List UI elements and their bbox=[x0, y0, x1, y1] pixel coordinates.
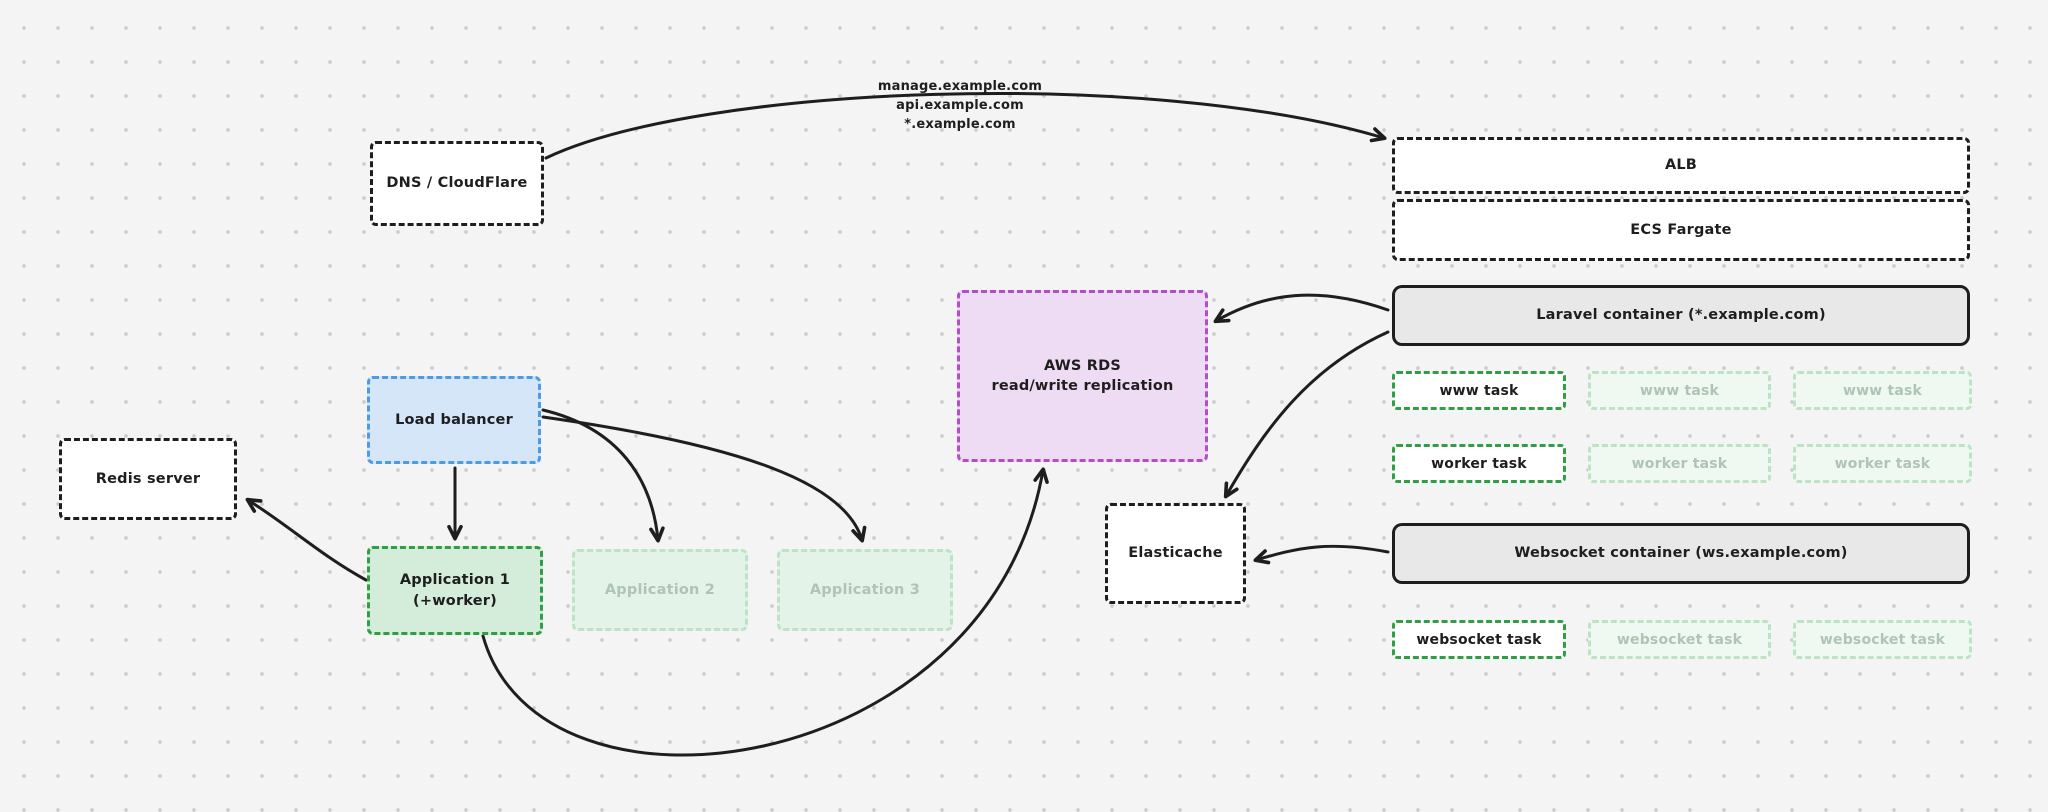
worker-task-3-label: worker task bbox=[1834, 455, 1931, 472]
elasticache-label: Elasticache bbox=[1128, 545, 1223, 562]
websocket-container-label: Websocket container (ws.example.com) bbox=[1514, 545, 1848, 562]
dns-alb-edge-label: manage.example.com api.example.com *.exa… bbox=[877, 79, 1043, 132]
application-3-label: Application 3 bbox=[809, 581, 921, 598]
ecs-fargate-label: ECS Fargate bbox=[1630, 221, 1732, 238]
worker-task-1-label: worker task bbox=[1431, 455, 1527, 472]
laravel-container-node[interactable]: Laravel container (*.example.com) bbox=[1392, 285, 1970, 346]
arrow-app1-to-redis[interactable] bbox=[245, 497, 368, 582]
websocket-task-1-label: websocket task bbox=[1416, 631, 1542, 648]
dns-cloudflare-label: DNS / CloudFlare bbox=[386, 175, 528, 192]
elasticache-node[interactable]: Elasticache bbox=[1105, 503, 1246, 604]
laravel-container-label: Laravel container (*.example.com) bbox=[1536, 307, 1826, 324]
arrow-loadbalancer-to-app2[interactable] bbox=[541, 408, 665, 543]
arrow-laravel-to-elasticache[interactable] bbox=[1223, 330, 1390, 499]
websocket-task-3[interactable]: websocket task bbox=[1793, 620, 1972, 659]
arrow-app1-to-rds[interactable] bbox=[481, 467, 1049, 757]
www-task-1-label: www task bbox=[1439, 382, 1519, 399]
arrow-websocket-to-elasticache[interactable] bbox=[1253, 544, 1390, 565]
redis-server-node[interactable]: Redis server bbox=[59, 438, 237, 520]
websocket-task-3-label: websocket task bbox=[1819, 631, 1946, 648]
www-task-1[interactable]: www task bbox=[1392, 371, 1566, 410]
alb-label: ALB bbox=[1664, 157, 1698, 174]
websocket-container-node[interactable]: Websocket container (ws.example.com) bbox=[1392, 523, 1970, 584]
websocket-task-1[interactable]: websocket task bbox=[1392, 620, 1566, 659]
worker-task-2[interactable]: worker task bbox=[1588, 444, 1771, 483]
application-2-node[interactable]: Application 2 bbox=[572, 549, 748, 631]
application-1-node[interactable]: Application 1 (+worker) bbox=[367, 546, 543, 635]
worker-task-1[interactable]: worker task bbox=[1392, 444, 1566, 483]
websocket-task-2-label: websocket task bbox=[1616, 631, 1743, 648]
dns-cloudflare-node[interactable]: DNS / CloudFlare bbox=[370, 141, 544, 226]
worker-task-3[interactable]: worker task bbox=[1793, 444, 1972, 483]
application-2-label: Application 2 bbox=[604, 581, 716, 598]
application-1-label: Application 1 (+worker) bbox=[399, 572, 511, 609]
load-balancer-label: Load balancer bbox=[395, 411, 513, 428]
aws-rds-label: AWS RDS read/write replication bbox=[991, 357, 1174, 394]
ecs-fargate-node[interactable]: ECS Fargate bbox=[1392, 199, 1970, 261]
www-task-2-label: www task bbox=[1639, 382, 1720, 399]
aws-rds-node[interactable]: AWS RDS read/write replication bbox=[957, 290, 1208, 462]
www-task-3-label: www task bbox=[1842, 382, 1923, 399]
worker-task-2-label: worker task bbox=[1631, 455, 1728, 472]
arrow-loadbalancer-to-app3[interactable] bbox=[541, 415, 867, 543]
websocket-task-2[interactable]: websocket task bbox=[1588, 620, 1771, 659]
load-balancer-node[interactable]: Load balancer bbox=[367, 376, 541, 464]
redis-server-label: Redis server bbox=[95, 470, 201, 487]
www-task-2[interactable]: www task bbox=[1588, 371, 1771, 410]
arrow-laravel-to-rds[interactable] bbox=[1213, 293, 1390, 324]
alb-node[interactable]: ALB bbox=[1392, 137, 1970, 194]
www-task-3[interactable]: www task bbox=[1793, 371, 1972, 410]
application-3-node[interactable]: Application 3 bbox=[777, 549, 953, 631]
